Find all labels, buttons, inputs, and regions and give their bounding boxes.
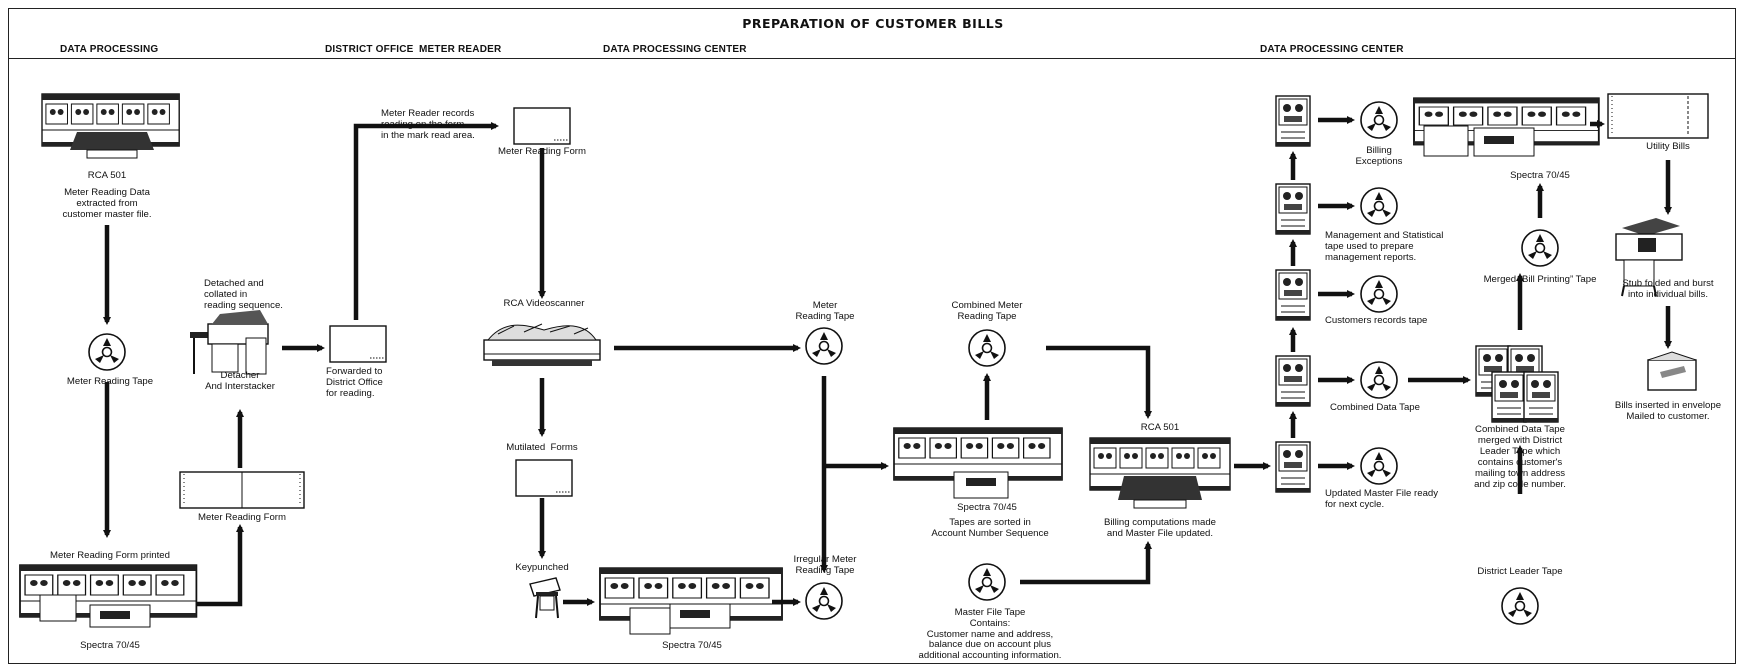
- tape-drive-icon: [1276, 270, 1310, 320]
- form-icon: [330, 326, 386, 362]
- tape-reel-icon: [806, 328, 842, 364]
- irregular-tape-label: Irregular Meter Reading Tape: [770, 554, 880, 576]
- meter-reading-tape-label: Meter Reading Tape: [50, 376, 170, 387]
- combined-data-tape-label: Combined Data Tape: [1330, 402, 1420, 413]
- combined-merged-label: Combined Data Tape merged with District …: [1460, 424, 1580, 490]
- meter-reading-tape-2-label: Meter Reading Tape: [780, 300, 870, 322]
- tape-reel-icon: [1361, 102, 1397, 138]
- form-icon: [1608, 94, 1708, 138]
- keypunch-icon: [530, 578, 560, 618]
- form-printed-label: Meter Reading Form printed: [30, 550, 190, 561]
- videoscanner-label: RCA Videoscanner: [484, 298, 604, 309]
- mainframe-icon: [600, 568, 782, 634]
- keypunched-label: Keypunched: [500, 562, 584, 573]
- mainframe-icon: [1414, 98, 1599, 156]
- tape-reel-icon: [1361, 448, 1397, 484]
- detacher-label: Detacher And Interstacker: [190, 370, 290, 392]
- tape-reel-icon: [806, 583, 842, 619]
- mgmt-stat-label: Management and Statistical tape used to …: [1325, 230, 1443, 263]
- tape-reel-icon: [969, 330, 1005, 366]
- tape-drive-icon: [1476, 346, 1558, 422]
- scanner-icon: [484, 324, 600, 366]
- mainframe-icon: [894, 428, 1062, 498]
- bills-inserted-label: Bills inserted in envelope Mailed to cus…: [1598, 400, 1738, 422]
- tape-drive-icon: [1276, 356, 1310, 406]
- tape-reel-icon: [969, 564, 1005, 600]
- spectra-2-label: Spectra 70/45: [622, 640, 762, 651]
- billing-exceptions-label: Billing Exceptions: [1334, 145, 1424, 167]
- form-icon: [514, 108, 570, 144]
- tape-drive-icon: [1276, 184, 1310, 234]
- meter-reading-form-2-label: Meter Reading Form: [486, 146, 598, 157]
- mainframe-icon: [20, 565, 196, 627]
- meter-reader-records-label: Meter Reader records reading on the form…: [381, 108, 475, 141]
- envelope-icon: [1648, 352, 1696, 390]
- spectra-3-label: Spectra 70/45: [922, 502, 1052, 513]
- tapes-sorted-label: Tapes are sorted in Account Number Seque…: [910, 517, 1070, 539]
- rca501-top-label: RCA 501: [62, 170, 152, 181]
- mainframe-icon: [42, 94, 179, 158]
- updated-master-label: Updated Master File ready for next cycle…: [1325, 488, 1438, 510]
- master-file-tape-label: Master File Tape: [930, 607, 1050, 618]
- tape-reel-icon: [1361, 188, 1397, 224]
- detached-collated-label: Detached and collated in reading sequenc…: [204, 278, 283, 311]
- utility-bills-label: Utility Bills: [1618, 141, 1718, 152]
- billing-computations-label: Billing computations made and Master Fil…: [1084, 517, 1236, 539]
- meter-data-extracted-label: Meter Reading Data extracted from custom…: [42, 187, 172, 220]
- tape-reel-icon: [1361, 362, 1397, 398]
- tape-reel-icon: [89, 334, 125, 370]
- district-leader-label: District Leader Tape: [1460, 566, 1580, 577]
- stub-folded-label: Stub folded and burst into individual bi…: [1598, 278, 1738, 300]
- rca501-mid-label: RCA 501: [1110, 422, 1210, 433]
- customers-records-label: Customers records tape: [1325, 315, 1427, 326]
- combined-meter-tape-label: Combined Meter Reading Tape: [932, 300, 1042, 322]
- detacher-icon: [190, 310, 268, 374]
- form-icon: [516, 460, 572, 496]
- mainframe-icon: [1090, 438, 1230, 508]
- tape-reel-icon: [1361, 276, 1397, 312]
- tape-drive-icon: [1276, 96, 1310, 146]
- tape-reel-icon: [1502, 588, 1538, 624]
- tape-drive-icon: [1276, 442, 1310, 492]
- spectra-label: Spectra 70/45: [50, 640, 170, 651]
- meter-reading-form-label: Meter Reading Form: [180, 512, 304, 523]
- mutilated-forms-label: Mutilated Forms: [486, 442, 598, 453]
- tape-reel-icon: [1522, 230, 1558, 266]
- spectra-4-label: Spectra 70/45: [1480, 170, 1600, 181]
- master-contains-label: Contains: Customer name and address, bal…: [900, 619, 1080, 661]
- forwarded-label: Forwarded to District Office for reading…: [326, 366, 383, 399]
- form-icon: [180, 472, 304, 508]
